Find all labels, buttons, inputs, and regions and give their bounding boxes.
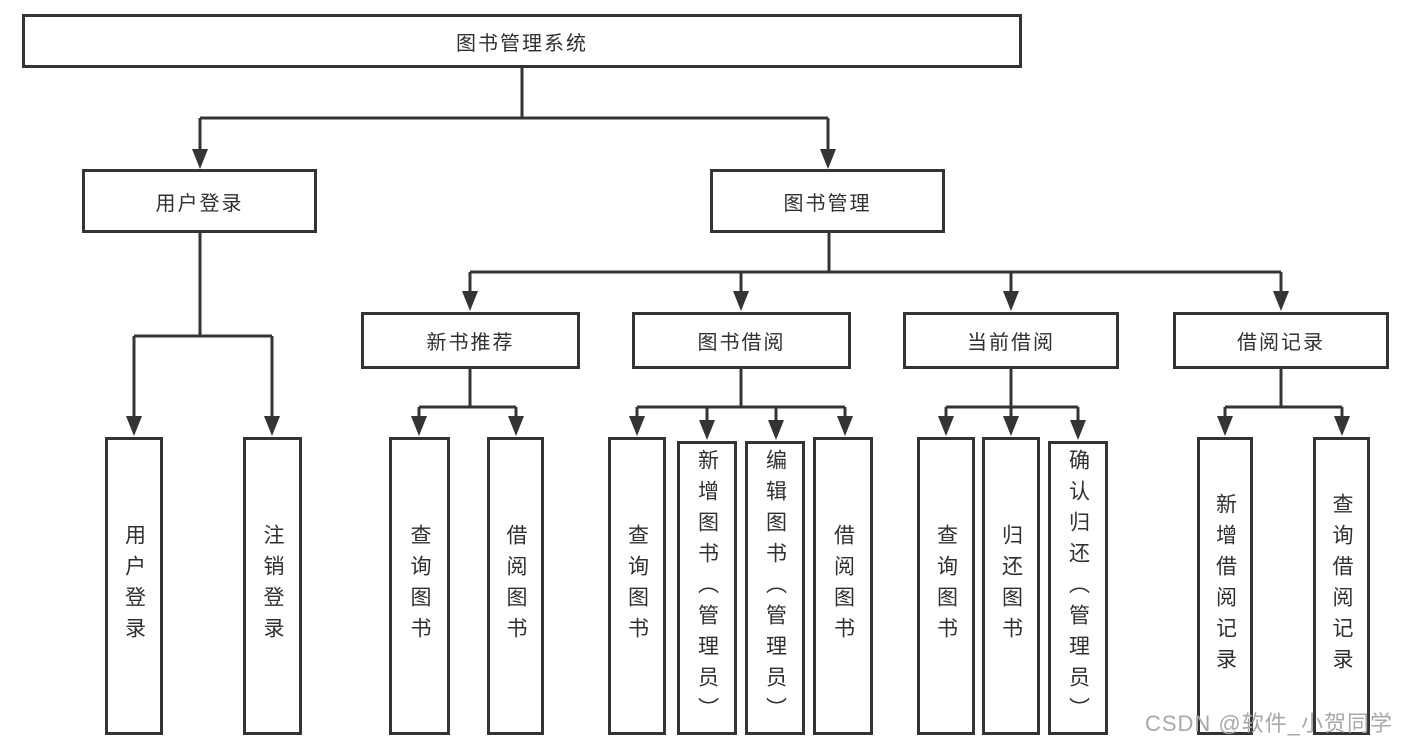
node-current-borrow: 当前借阅 <box>903 312 1119 369</box>
node-label: 用户登录 <box>155 192 244 215</box>
node-label: 用户登录 <box>122 524 146 648</box>
node-book-borrow: 图书借阅 <box>632 312 851 369</box>
node-label: 编辑图书（管理员） <box>763 448 787 728</box>
node-new-book-recommend: 新书推荐 <box>361 312 580 369</box>
node-label: 查询图书 <box>934 524 958 648</box>
node-leaf-borrow-books: 借阅图书 <box>813 437 873 735</box>
csdn-watermark: CSDN @软件_小贺同学 <box>1144 711 1393 736</box>
node-label: 确认归还（管理员） <box>1066 448 1090 728</box>
node-label: 图书管理 <box>783 192 872 215</box>
node-leaf-confirm-return-admin: 确认归还（管理员） <box>1048 441 1108 735</box>
node-label: 注销登录 <box>261 524 284 648</box>
node-leaf-user-login: 用户登录 <box>105 437 163 735</box>
node-label: 新书推荐 <box>426 332 515 354</box>
node-label: 借阅图书 <box>831 524 855 648</box>
node-leaf-borrow-books-recommend: 借阅图书 <box>487 437 544 735</box>
node-label: 归还图书 <box>999 524 1023 648</box>
node-label: 查询借阅记录 <box>1330 493 1353 679</box>
node-label: 借阅记录 <box>1237 332 1325 354</box>
node-label: 查询图书 <box>408 524 431 648</box>
node-leaf-edit-books-admin: 编辑图书（管理员） <box>745 441 805 735</box>
node-label: 新增图书（管理员） <box>695 448 719 728</box>
node-leaf-query-books-borrow: 查询图书 <box>608 437 666 735</box>
node-leaf-query-borrow-record: 查询借阅记录 <box>1313 437 1370 735</box>
node-label: 当前借阅 <box>967 332 1055 354</box>
node-book-management: 图书管理 <box>710 169 945 233</box>
node-leaf-add-books-admin: 新增图书（管理员） <box>677 441 737 735</box>
node-leaf-query-books-current: 查询图书 <box>917 437 975 735</box>
node-label: 借阅图书 <box>504 524 527 648</box>
node-label: 图书借阅 <box>697 332 786 354</box>
node-borrow-records: 借阅记录 <box>1173 312 1389 369</box>
node-root: 图书管理系统 <box>22 14 1022 68</box>
node-leaf-return-books: 归还图书 <box>982 437 1040 735</box>
node-label: 查询图书 <box>625 524 649 648</box>
node-leaf-logout: 注销登录 <box>243 437 302 735</box>
node-leaf-query-books-recommend: 查询图书 <box>389 437 450 735</box>
node-leaf-add-borrow-record: 新增借阅记录 <box>1197 437 1253 735</box>
node-label: 新增借阅记录 <box>1213 493 1237 679</box>
node-user-login: 用户登录 <box>82 169 317 233</box>
node-label: 图书管理系统 <box>456 32 588 55</box>
